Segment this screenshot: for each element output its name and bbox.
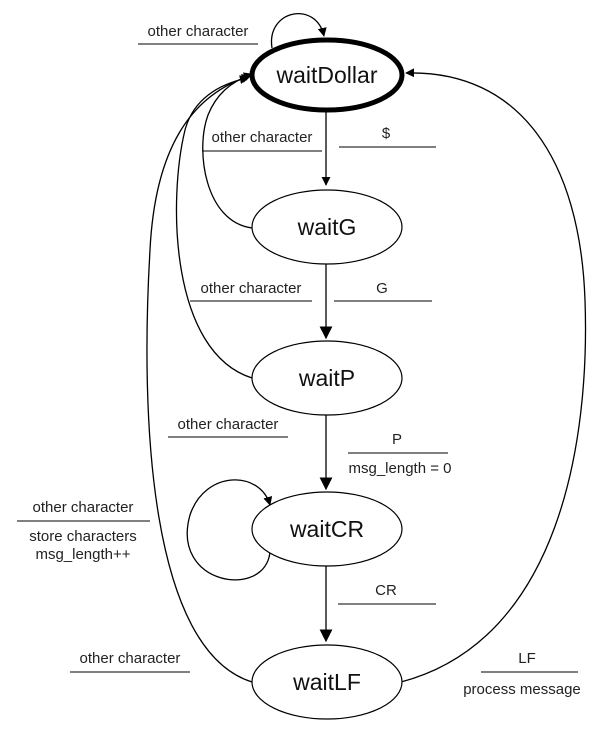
state-waitg: waitG [251,189,403,265]
label-waitg-to-waitdollar-event: other character [212,129,313,146]
state-waitlf: waitLF [251,644,403,720]
state-waitp-label: waitP [298,365,355,391]
edge-waitg-to-waitdollar [202,72,253,229]
label-waitdollar-to-waitg-event: $ [382,125,391,142]
edge-waitlf-left-to-waitdollar [146,74,253,683]
label-waitp-to-waitdollar-event: other character [201,280,302,297]
label-waitcr-self-action-2: msg_length++ [35,546,130,563]
state-waitlf-label: waitLF [292,669,361,695]
edge-waitlf-right-to-waitdollar [400,68,587,683]
label-waitg-to-waitp-event: G [376,280,388,297]
state-waitg-label: waitG [297,214,357,240]
label-waitp-to-waitcr-action: msg_length = 0 [349,460,452,477]
label-waitdollar-self-event: other character [148,23,249,40]
state-waitdollar-label: waitDollar [276,62,378,88]
label-waitp-to-waitcr-event: P [392,431,402,448]
label-waitcr-self-event: other character [33,499,134,516]
label-waitlf-right-action: process message [463,681,581,698]
label-waitcr-to-waitdollar-event: other character [178,416,279,433]
state-waitp: waitP [251,340,403,416]
edge-waitdollar-self [270,13,327,49]
state-waitcr: waitCR [251,491,403,567]
state-waitdollar: waitDollar [249,37,405,113]
edge-waitcr-self [186,479,273,581]
state-waitcr-label: waitCR [289,516,364,542]
label-waitlf-left-event: other character [80,650,181,667]
label-waitcr-self-action-1: store characters [29,528,137,545]
label-waitcr-to-waitlf-event: CR [375,582,397,599]
label-waitlf-right-event: LF [518,650,536,667]
edge-waitp-to-waitdollar [175,75,253,379]
